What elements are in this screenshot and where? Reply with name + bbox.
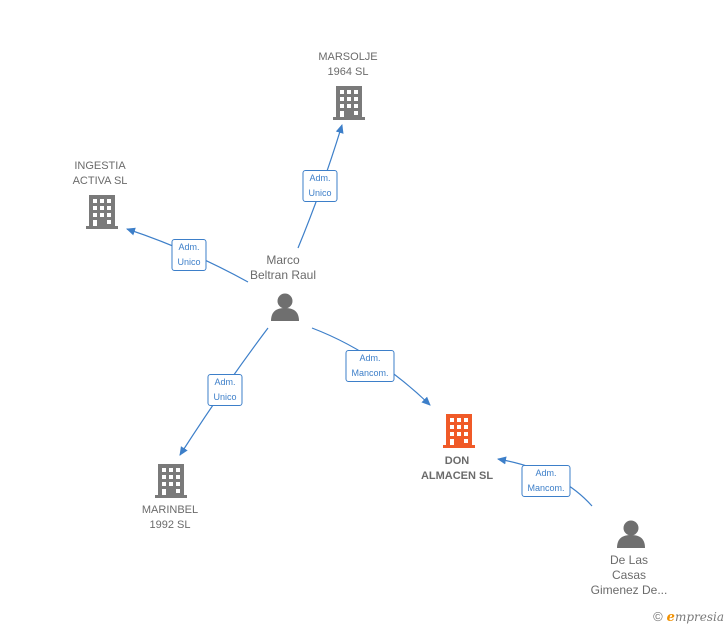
brand-logo[interactable]: ©empresia bbox=[653, 609, 724, 625]
person-icon[interactable] bbox=[617, 520, 645, 549]
building-icon[interactable] bbox=[86, 195, 118, 229]
copyright-symbol: © bbox=[653, 609, 663, 624]
building-icon[interactable] bbox=[333, 86, 365, 120]
node-label-marinbel[interactable]: MARINBEL 1992 SL bbox=[141, 504, 199, 531]
building-icon[interactable] bbox=[443, 414, 475, 448]
brand-initial: e bbox=[666, 610, 675, 625]
node-label-de-las-casas[interactable]: De Las Casas Gimenez De... bbox=[590, 553, 668, 597]
node-label-ingestia[interactable]: INGESTIA ACTIVA SL bbox=[72, 160, 128, 187]
node-label-don-almacen[interactable]: DON ALMACEN SL bbox=[420, 455, 494, 482]
brand-name: mpresia bbox=[674, 610, 724, 624]
role-box-marco-ingestia[interactable]: Adm. Unico bbox=[171, 239, 207, 271]
node-label-marco[interactable]: Marco Beltran Raul bbox=[249, 253, 317, 282]
role-box-marco-marsolje[interactable]: Adm. Unico bbox=[302, 170, 338, 202]
building-icon[interactable] bbox=[155, 464, 187, 498]
role-box-marco-don-almacen[interactable]: Adm. Mancom. bbox=[345, 350, 395, 382]
person-icon[interactable] bbox=[271, 293, 299, 322]
role-box-casas-don-almacen[interactable]: Adm. Mancom. bbox=[521, 465, 571, 497]
node-label-marsolje[interactable]: MARSOLJE 1964 SL bbox=[318, 51, 378, 78]
role-box-marco-marinbel[interactable]: Adm. Unico bbox=[207, 374, 243, 406]
